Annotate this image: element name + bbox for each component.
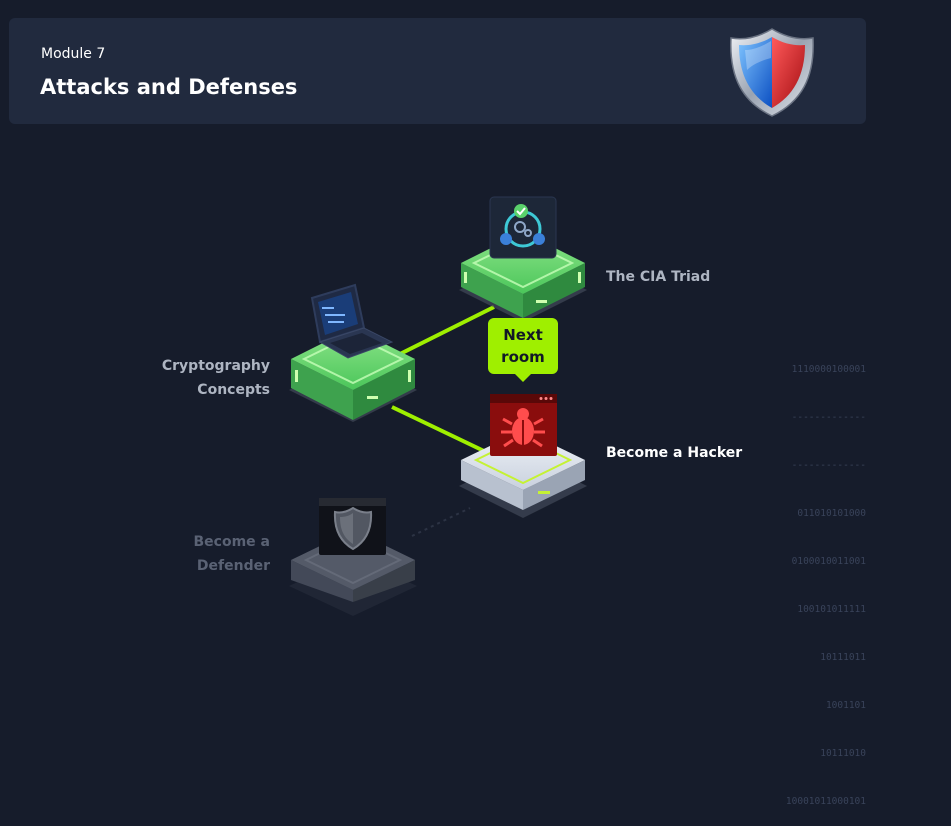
next-room-tooltip-line: room: [501, 348, 545, 366]
room-label-hacker[interactable]: Become a Hacker: [606, 445, 743, 461]
binary-decoration: 1110000100001 ------------- ------------…: [760, 330, 866, 826]
room-platform-cryptography[interactable]: [289, 283, 417, 422]
defender-shield-icon: [319, 498, 386, 555]
cia-triad-icon: [489, 196, 557, 259]
next-room-tooltip: Next room: [488, 318, 558, 382]
next-room-tooltip-line: Next: [503, 326, 543, 344]
room-label-defender[interactable]: Become a Defender: [150, 530, 271, 578]
room-connectors: [391, 305, 495, 537]
room-label-cia-triad[interactable]: The CIA Triad: [606, 269, 711, 285]
module-number: Module 7: [41, 46, 106, 62]
shield-icon: [730, 28, 814, 117]
binary-line: 1110000100001: [791, 364, 866, 375]
binary-line: -------------: [791, 460, 866, 471]
binary-line: 0100010011001: [791, 556, 866, 567]
room-label-line: Concepts: [197, 382, 270, 398]
binary-line: 10001011000101: [785, 796, 866, 807]
room-platform-defender[interactable]: [289, 498, 417, 616]
room-platform-hacker[interactable]: [459, 394, 587, 518]
room-label-line: Cryptography: [161, 358, 270, 374]
module-header: Module 7 Attacks and Defenses: [9, 18, 866, 124]
binary-line: -------------: [791, 412, 866, 423]
bug-icon: [490, 394, 557, 456]
room-label-line: Become a: [193, 534, 271, 550]
module-title: Attacks and Defenses: [40, 75, 298, 99]
binary-line: 10111010: [820, 748, 866, 759]
laptop-icon: [310, 283, 394, 359]
binary-line: 10111011: [820, 652, 866, 663]
binary-line: 100101011111: [797, 604, 866, 615]
room-label-cryptography[interactable]: Cryptography Concepts: [150, 354, 270, 402]
binary-line: 011010101000: [797, 508, 866, 519]
room-label-line: Defender: [196, 558, 270, 574]
binary-line: 1001101: [825, 700, 866, 711]
room-map: [289, 196, 587, 616]
room-platform-cia-triad[interactable]: [459, 196, 587, 322]
